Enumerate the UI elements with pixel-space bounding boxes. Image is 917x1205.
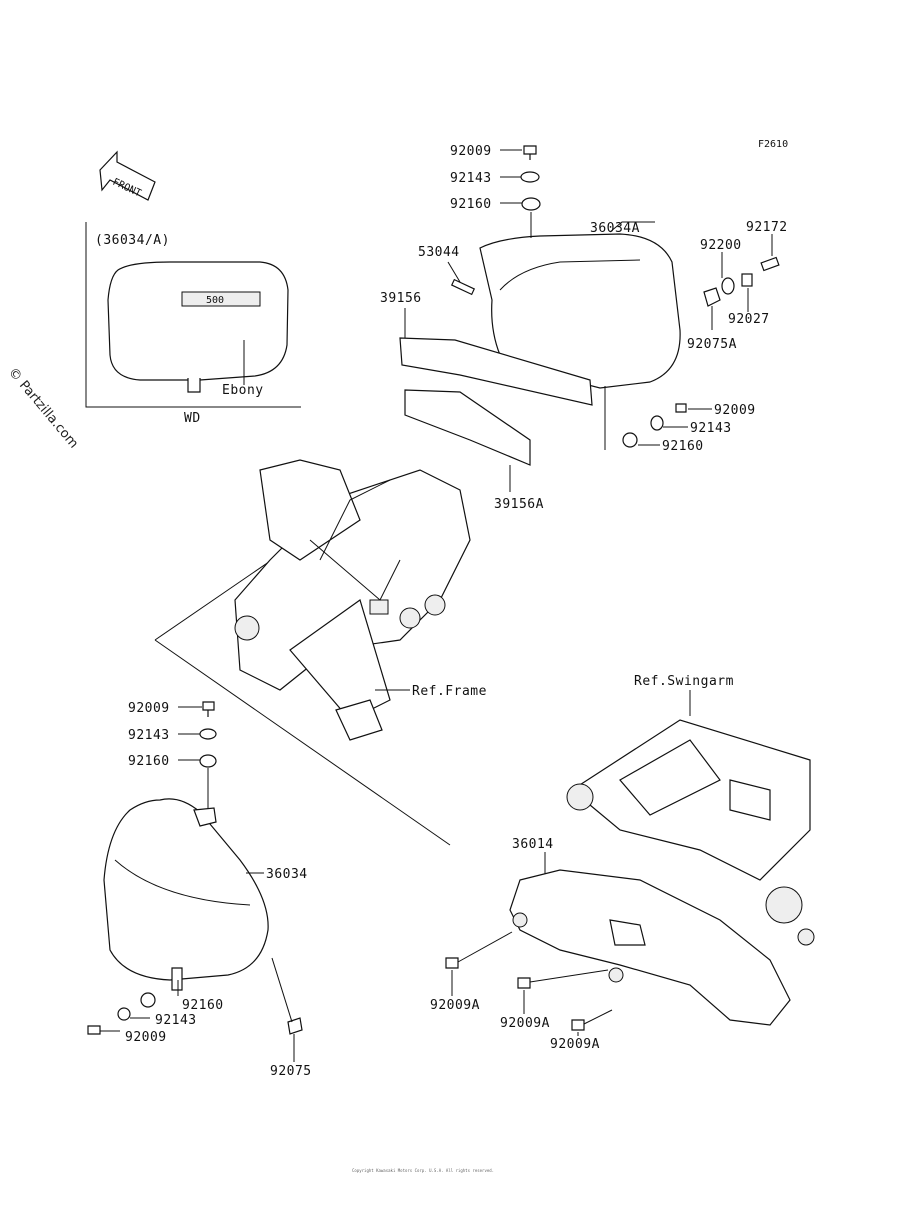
inset-variant: WD: [184, 411, 201, 426]
part-92160-b: 92160: [182, 998, 224, 1013]
part-92143-l: 92143: [128, 728, 170, 743]
top-fasteners: 92009 92143 92160: [450, 144, 541, 212]
frame: Ref.Frame: [154, 459, 487, 846]
part-92075: 92075: [270, 1064, 312, 1079]
part-92143-r: 92143: [690, 421, 732, 436]
side-cover-ebony: [107, 261, 289, 381]
part-36034: 36034: [266, 867, 308, 882]
bottom-left-fasteners: 92160 92143 92009 92075: [87, 957, 312, 1079]
part-92143-b: 92143: [155, 1013, 197, 1028]
pads: 53044 39156 39156A: [380, 245, 606, 512]
part-92160-l: 92160: [128, 754, 170, 769]
inset-emblem: 500: [206, 295, 224, 306]
front-arrow-icon: FRONT: [99, 150, 156, 201]
part-92160-top: 92160: [450, 197, 492, 212]
swingarm: Ref.Swingarm: [566, 674, 815, 946]
part-92009-b: 92009: [125, 1030, 167, 1045]
inset-box: (36034/A) 500 Ebony WD: [85, 222, 301, 426]
bottom-right-bolts: 92009A 92009A 92009A: [430, 931, 613, 1052]
chain-guard-36014: 36014: [509, 837, 791, 1026]
part-92009a-2: 92009A: [500, 1016, 550, 1031]
emblem-icon: [181, 291, 261, 307]
part-92160-r: 92160: [662, 439, 704, 454]
cover-36034: 36034: [103, 798, 308, 991]
part-92009a-1: 92009A: [430, 998, 480, 1013]
cover-36034a: 36034A: [479, 212, 681, 389]
part-92009-top: 92009: [450, 144, 492, 159]
part-36014: 36014: [512, 837, 554, 852]
part-36034a: 36034A: [590, 221, 640, 236]
part-92200: 92200: [700, 238, 742, 253]
part-92009-r: 92009: [714, 403, 756, 418]
inset-title: (36034/A): [95, 233, 170, 248]
footer-copyright: Copyright Kawasaki Motors Corp. U.S.A. A…: [352, 1168, 494, 1173]
part-92027: 92027: [728, 312, 770, 327]
part-92009-l: 92009: [128, 701, 170, 716]
right-hardware: 92172 92200 92027 92075A: [687, 220, 788, 352]
ref-swingarm: Ref.Swingarm: [634, 674, 734, 689]
part-92075a: 92075A: [687, 337, 737, 352]
part-39156a: 39156A: [494, 497, 544, 512]
part-53044: 53044: [418, 245, 460, 260]
watermark: © Partzilla.com: [5, 365, 81, 451]
inset-color: Ebony: [222, 383, 264, 398]
part-92143-top: 92143: [450, 171, 492, 186]
part-92172: 92172: [746, 220, 788, 235]
part-39156: 39156: [380, 291, 422, 306]
part-92009a-3: 92009A: [550, 1037, 600, 1052]
figure-code: F2610: [758, 139, 788, 150]
ref-frame: Ref.Frame: [412, 684, 487, 699]
left-fasteners: 92009 92143 92160: [128, 701, 217, 810]
right-fasteners: 92009 92143 92160: [622, 403, 756, 454]
